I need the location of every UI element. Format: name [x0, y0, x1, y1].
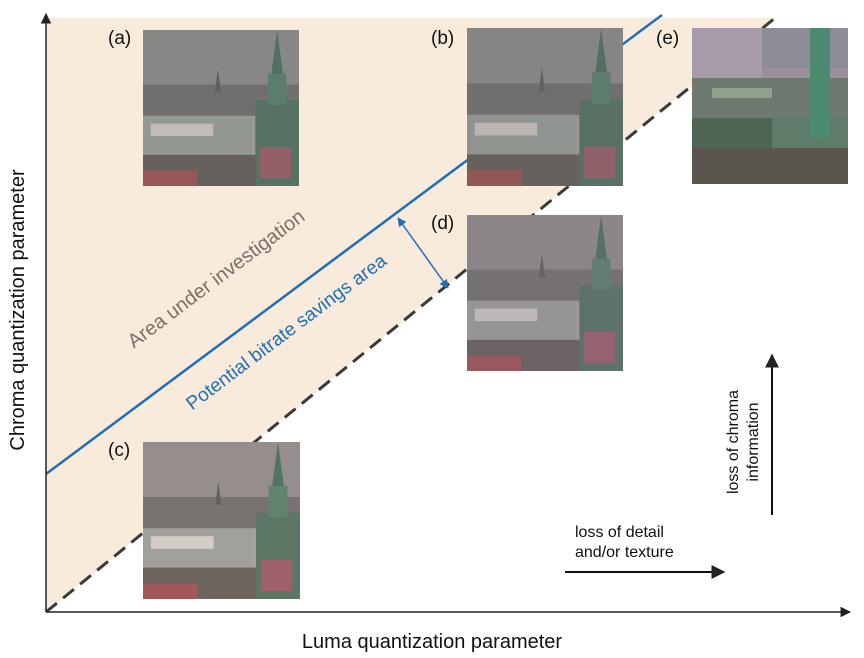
- chroma-loss-text-1: loss of chroma: [725, 390, 742, 494]
- x-axis-label: Luma quantization parameter: [302, 631, 562, 653]
- panel-e-label: (e): [656, 28, 679, 49]
- city-photo-icon: [692, 28, 848, 184]
- panel-d-label: (d): [431, 213, 454, 234]
- panel-b-label: (b): [431, 28, 454, 49]
- panel-a-label: (a): [108, 28, 131, 49]
- panel-d: (d): [431, 213, 623, 371]
- y-axis-label: Chroma quantization parameter: [7, 169, 29, 451]
- panel-c-label: (c): [108, 440, 130, 461]
- city-photo-icon: [467, 28, 623, 186]
- city-photo-icon: [143, 30, 299, 186]
- chroma-loss-text-2: information: [745, 402, 762, 481]
- panel-e: (e): [656, 28, 848, 184]
- panel-a: (a): [108, 28, 299, 186]
- chroma-loss-indicator: loss of chroma information: [725, 353, 779, 515]
- city-photo-icon: [143, 442, 300, 599]
- savings-width-arrow: [397, 217, 449, 289]
- city-photo-icon: [467, 215, 623, 371]
- detail-loss-indicator: loss of detail and/or texture: [565, 524, 726, 579]
- detail-loss-text-1: loss of detail: [575, 524, 664, 541]
- panel-b: (b): [431, 28, 623, 186]
- panel-c: (c): [108, 440, 300, 599]
- detail-loss-text-2: and/or texture: [575, 544, 674, 561]
